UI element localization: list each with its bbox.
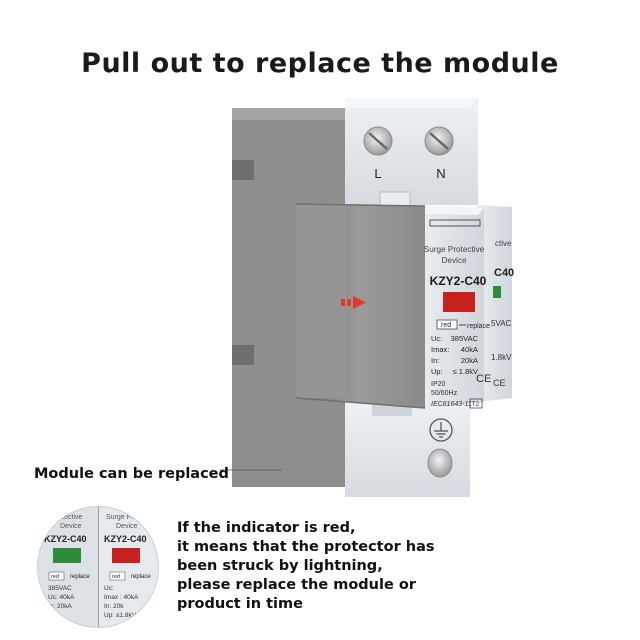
inset-spec-row: In: 20kA: [48, 603, 73, 610]
svg-text:rotective: rotective: [56, 514, 83, 521]
svg-text:KZY2-C40: KZY2-C40: [104, 534, 147, 544]
svg-text:Device: Device: [116, 523, 138, 530]
headline: Pull out to replace the module: [81, 48, 559, 79]
screw-bottom: [427, 448, 453, 478]
green-indicator: [53, 548, 81, 563]
callout-label: Module can be replaced: [34, 466, 229, 482]
standard-text: IEC61643-11: [431, 401, 472, 408]
pull-out-arrow-icon: [341, 296, 366, 309]
svg-text:replace: replace: [70, 574, 90, 580]
terminal-label-n: N: [436, 166, 445, 181]
spec-value: 40kA: [461, 345, 478, 354]
note-line: been struck by lightning,: [177, 558, 383, 574]
svg-text:C40: C40: [494, 267, 514, 279]
note-line: please replace the module or: [177, 577, 416, 593]
status-indicator: [443, 292, 475, 312]
ce-mark: CE: [476, 373, 491, 385]
svg-text:Surge Protec: Surge Protec: [106, 514, 147, 521]
note-line: product in time: [177, 596, 303, 612]
spec-value: ≤ 1.8kV: [453, 367, 478, 376]
svg-text:replace: replace: [467, 323, 490, 330]
module-model: KZY2-C40: [430, 274, 487, 288]
red-indicator: [112, 548, 140, 563]
spec-value: 20kA: [461, 356, 478, 365]
note-line: it means that the protector has: [177, 539, 435, 555]
svg-text:red: red: [441, 322, 451, 329]
note-line: If the indicator is red,: [177, 520, 356, 536]
svg-text:KZY2-C40: KZY2-C40: [44, 534, 87, 544]
svg-text:red: red: [112, 574, 120, 580]
bottom-terminal-block: [345, 402, 470, 497]
svg-text:red: red: [51, 574, 59, 580]
svg-text:50/60Hz: 50/60Hz: [431, 390, 458, 397]
spec-label: Uc:: [431, 334, 442, 343]
svg-text:5VAC: 5VAC: [491, 319, 512, 328]
spec-value: 385VAC: [451, 334, 479, 343]
rear-module: ctive C40 5VAC 1.8kV CE: [478, 205, 514, 402]
ground-icon: [429, 418, 453, 442]
rear-indicator: [493, 286, 501, 298]
inset-spec-row: Up: ≤1.8kV: [104, 612, 137, 619]
inset-spec-row: Uc:: [104, 585, 114, 592]
inset-spec-row: Uc: 40kA: [48, 594, 75, 601]
svg-text:CE: CE: [493, 378, 506, 388]
svg-text:T2: T2: [472, 401, 480, 408]
svg-text:Device: Device: [60, 523, 82, 530]
replaceable-module: Surge Protective Device KZY2-C40 red rep…: [295, 203, 491, 409]
spec-label: In:: [431, 356, 439, 365]
terminal-label-l: L: [374, 166, 381, 181]
module-title-line1: Surge Protective: [424, 245, 485, 254]
svg-text:IP20: IP20: [431, 381, 446, 388]
indicator-inset: rotective Device Surge Protec Device KZY…: [37, 506, 159, 628]
svg-text:ctive: ctive: [495, 239, 512, 248]
inset-spec-row: Imax : 40kA: [104, 594, 139, 601]
top-terminal-block: L N: [345, 98, 478, 207]
module-title-line2: Device: [441, 256, 466, 265]
inset-spec-row: In: 20k: [104, 603, 124, 610]
svg-text:replace: replace: [131, 574, 151, 580]
svg-text:1.8kV: 1.8kV: [491, 353, 512, 362]
spec-label: Up:: [431, 367, 443, 376]
indicator-note: If the indicator is red, it means that t…: [177, 519, 617, 614]
spec-label: Imax:: [431, 345, 449, 354]
inset-spec-row: 385VAC: [48, 585, 72, 592]
